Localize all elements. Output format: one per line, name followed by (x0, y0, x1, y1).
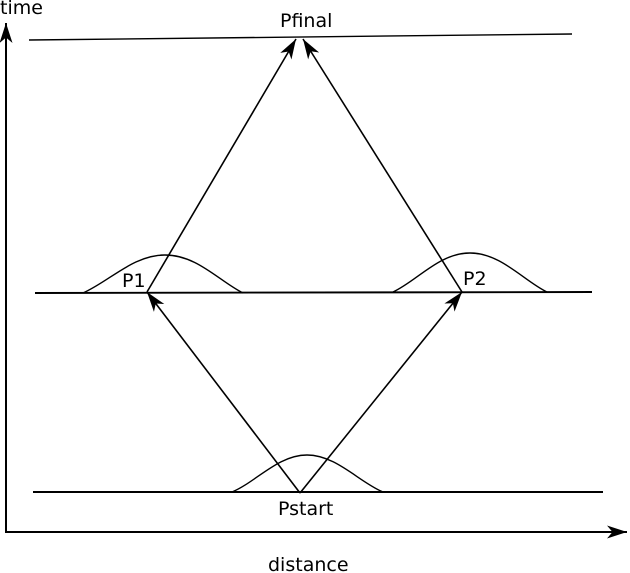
arrow-p1-to-pfinal (146, 38, 297, 293)
p1-label: P1 (122, 270, 146, 292)
time-axis-label: time (0, 0, 43, 19)
p2-distribution-curve (392, 252, 548, 293)
middle-time-line (34, 291, 593, 294)
distance-axis-label: distance (268, 554, 349, 573)
p2-label: P2 (463, 268, 487, 290)
pstart-label: Pstart (278, 498, 333, 520)
arrow-p2-to-pfinal (302, 38, 463, 293)
arrow-pstart-to-p2 (299, 291, 463, 494)
arrow-pstart-to-p1 (146, 291, 301, 494)
final-time-line (28, 33, 573, 41)
pstart-distribution-curve (231, 454, 384, 493)
p1-distribution-curve (82, 254, 244, 294)
pfinal-label: Pfinal (280, 10, 332, 32)
